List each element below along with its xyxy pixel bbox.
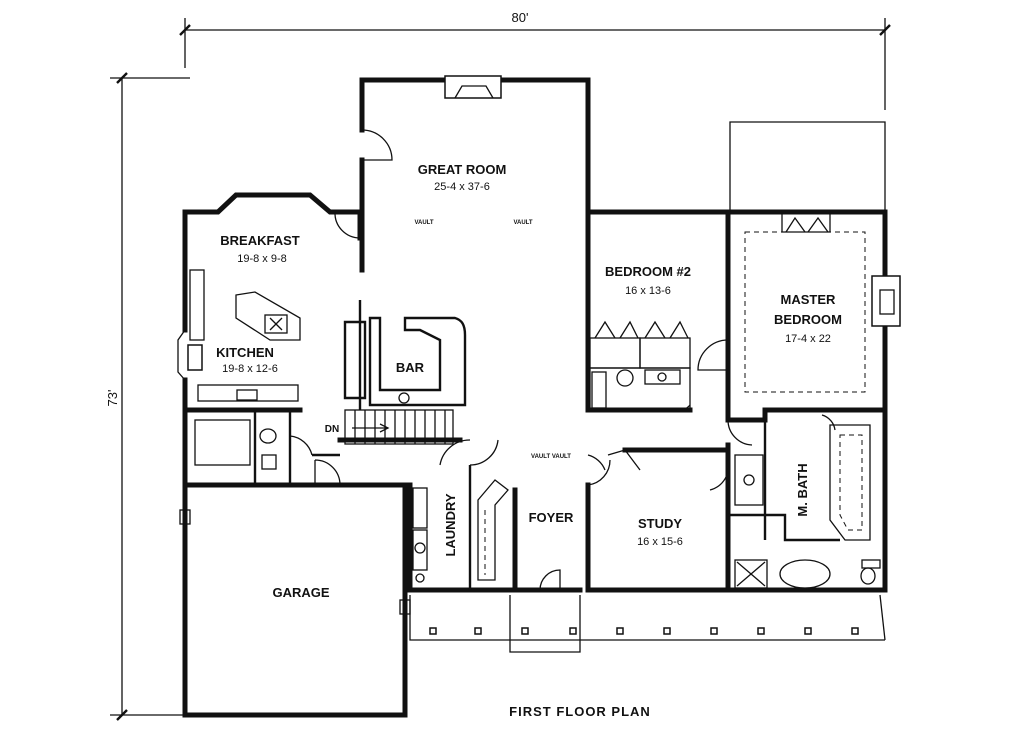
exterior-walls (177, 75, 901, 718)
laundry-label: LAUNDRY (443, 493, 458, 556)
bedroom2-label: BEDROOM #2 (605, 264, 691, 279)
master-bedroom-size: 17-4 x 22 (785, 333, 831, 345)
vault-note-2: VAULT (513, 220, 532, 226)
garage-label: GARAGE (272, 585, 329, 600)
master-bedroom-label-line1: MASTER (781, 292, 837, 307)
breakfast-size: 19-8 x 9-8 (237, 253, 287, 265)
stair-down-note: DN (325, 424, 339, 435)
patio-outline (729, 121, 886, 212)
vault-note-1: VAULT (414, 220, 433, 226)
staircase (344, 409, 454, 445)
breakfast-label: BREAKFAST (220, 233, 300, 248)
foyer-label: FOYER (529, 510, 574, 525)
width-dimension: 80' (512, 10, 529, 25)
study-size: 16 x 15-6 (637, 536, 683, 548)
front-porch (409, 594, 886, 653)
kitchen-label: KITCHEN (216, 345, 274, 360)
study-label: STUDY (638, 516, 682, 531)
fixtures (179, 212, 881, 615)
bar-label: BAR (396, 360, 425, 375)
master-bedroom-label-line2: BEDROOM (774, 312, 842, 327)
kitchen-size: 19-8 x 12-6 (222, 363, 278, 375)
great-room-size: 25-4 x 37-6 (434, 181, 490, 193)
great-room-label: GREAT ROOM (418, 162, 507, 177)
dimension-lines (110, 18, 891, 721)
bedroom2-size: 16 x 13-6 (625, 285, 671, 297)
vault-note-3: VAULT VAULT (531, 454, 571, 460)
plan-title: FIRST FLOOR PLAN (509, 704, 651, 719)
doors (289, 129, 836, 591)
depth-dimension: 73' (105, 390, 120, 407)
master-bath-label: M. BATH (795, 463, 810, 516)
